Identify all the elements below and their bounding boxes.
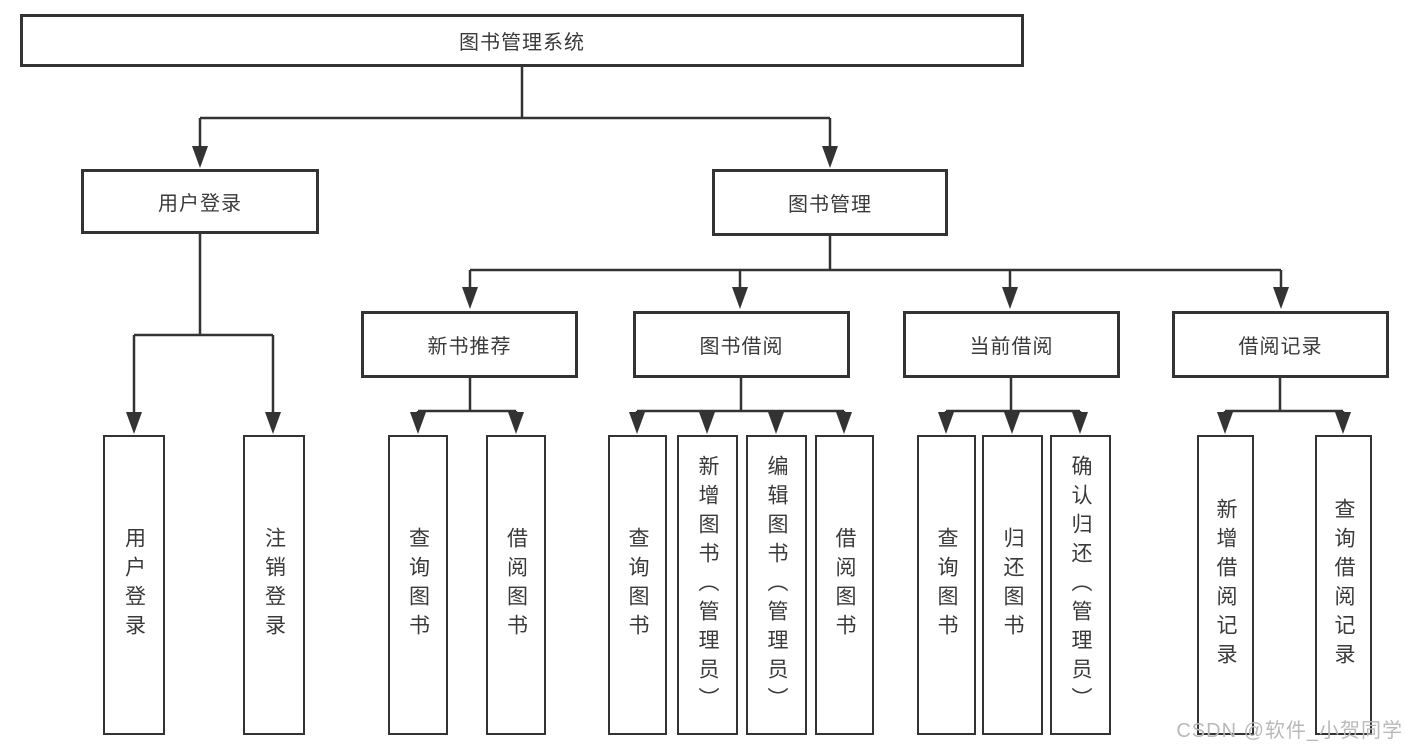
node-new-book-recommend: 新书推荐	[361, 311, 578, 378]
leaf-borrow-books-recommend: 借阅图书	[486, 435, 546, 735]
leaf-label: 查询借阅记录	[1332, 498, 1355, 672]
connector-book-management-children	[462, 236, 1289, 309]
leaf-label: 确认归还（管理员）	[1069, 454, 1092, 716]
leaf-query-books-current: 查询图书	[917, 435, 976, 735]
leaf-label: 编辑图书（管理员）	[765, 454, 788, 716]
node-book-management: 图书管理	[712, 169, 948, 236]
leaf-label: 借阅图书	[504, 527, 528, 643]
connector-book-borrow-children	[629, 378, 852, 434]
leaf-logout: 注销登录	[243, 435, 305, 735]
leaf-query-books-borrow: 查询图书	[608, 435, 667, 735]
leaf-label: 查询图书	[626, 527, 649, 643]
leaf-confirm-return-admin: 确认归还（管理员）	[1050, 435, 1111, 735]
connector-borrow-records-children	[1217, 378, 1351, 434]
leaf-add-borrow-record: 新增借阅记录	[1197, 435, 1254, 735]
leaf-label: 新增借阅记录	[1214, 498, 1237, 672]
connector-current-borrow-children	[938, 378, 1088, 434]
watermark: CSDN @软件_小贺同学	[1176, 720, 1403, 742]
leaf-edit-book-admin: 编辑图书（管理员）	[746, 435, 807, 735]
node-borrow-records: 借阅记录	[1172, 311, 1389, 378]
leaf-label: 归还图书	[1001, 527, 1024, 643]
leaf-label: 用户登录	[122, 527, 146, 643]
connector-root-to-level2	[192, 67, 838, 168]
leaf-label: 注销登录	[262, 527, 286, 643]
connector-new-book-recommend-children	[410, 378, 524, 434]
leaf-label: 查询图书	[935, 527, 958, 643]
node-library-system: 图书管理系统	[20, 14, 1024, 67]
leaf-label: 新增图书（管理员）	[696, 454, 719, 716]
leaf-user-login: 用户登录	[103, 435, 165, 735]
leaf-label: 借阅图书	[833, 527, 856, 643]
leaf-label: 查询图书	[406, 527, 430, 643]
connector-user-login-children	[126, 234, 281, 434]
node-user-login-branch: 用户登录	[81, 169, 319, 234]
node-current-borrow: 当前借阅	[903, 311, 1120, 378]
leaf-query-borrow-record: 查询借阅记录	[1315, 435, 1372, 735]
leaf-borrow-books: 借阅图书	[815, 435, 874, 735]
node-book-borrow: 图书借阅	[633, 311, 850, 378]
leaf-query-books-recommend: 查询图书	[388, 435, 448, 735]
leaf-add-book-admin: 新增图书（管理员）	[677, 435, 738, 735]
leaf-return-book: 归还图书	[982, 435, 1043, 735]
